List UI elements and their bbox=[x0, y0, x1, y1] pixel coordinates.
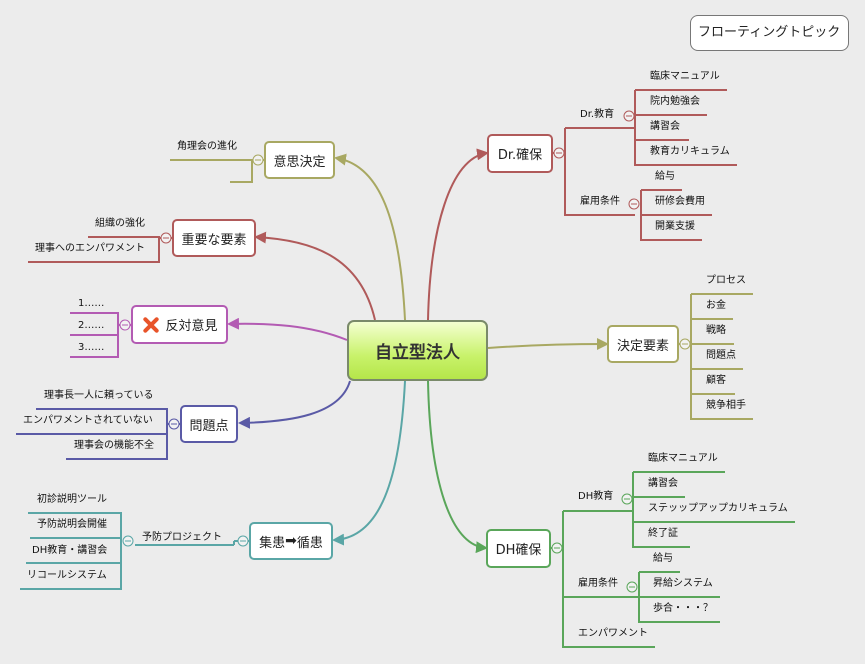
leaf-yobou-3[interactable]: DH教育・講習会 bbox=[32, 545, 108, 556]
leaf-ishi-1[interactable]: 角理会の進化 bbox=[177, 141, 237, 152]
leaf-juyou-2[interactable]: 理事へのエンパワメント bbox=[35, 243, 145, 254]
leaf-kettei-1[interactable]: プロセス bbox=[706, 275, 746, 286]
leaf-kettei-4[interactable]: 問題点 bbox=[706, 350, 736, 361]
leaf-dh-koyou-2[interactable]: 昇給システム bbox=[653, 578, 713, 589]
branch-dr bbox=[427, 148, 489, 321]
subtopic-dh-empowerment[interactable]: エンパワメント bbox=[578, 628, 648, 639]
subtopic-dh-kyouiku[interactable]: DH教育 bbox=[578, 491, 614, 502]
branch-kettei bbox=[487, 338, 609, 351]
branch-juyou bbox=[254, 231, 376, 321]
branch-ishi bbox=[334, 153, 406, 321]
subtopic-dh-koyou[interactable]: 雇用条件 bbox=[578, 578, 618, 589]
central-topic[interactable]: 自立型法人 bbox=[347, 320, 488, 381]
topic-shuukan-label-b: 循患 bbox=[296, 535, 323, 551]
floating-topic[interactable]: フローティングトピック bbox=[690, 15, 849, 51]
leaf-hantai-3[interactable]: 3…… bbox=[78, 342, 105, 353]
topic-dh-kakuho[interactable]: DH確保 bbox=[486, 529, 551, 568]
topic-shuukan-label-a: 集患 bbox=[259, 535, 286, 551]
leaf-dh-kyouiku-4[interactable]: 終了証 bbox=[648, 528, 678, 539]
topic-mondai[interactable]: 問題点 bbox=[180, 405, 238, 443]
leaf-mondai-1[interactable]: 理事長一人に頼っている bbox=[44, 390, 154, 401]
topic-hantai[interactable]: 反対意見 bbox=[131, 305, 228, 344]
leaf-yobou-1[interactable]: 初診説明ツール bbox=[37, 494, 107, 505]
topic-kettei-youso[interactable]: 決定要素 bbox=[607, 325, 679, 363]
subtopic-dr-koyou[interactable]: 雇用条件 bbox=[580, 196, 620, 207]
leaf-yobou-4[interactable]: リコールシステム bbox=[27, 570, 107, 581]
leaf-dr-koyou-3[interactable]: 開業支援 bbox=[655, 221, 695, 232]
leaf-mondai-2[interactable]: エンパワメントされていない bbox=[23, 415, 153, 426]
leaf-dh-kyouiku-3[interactable]: ステッップアップカリキュラム bbox=[648, 503, 788, 514]
cross-icon bbox=[141, 316, 159, 334]
topic-juyou[interactable]: 重要な要素 bbox=[172, 219, 256, 257]
leaf-dh-kyouiku-2[interactable]: 講習会 bbox=[648, 478, 678, 489]
branch-shuukan bbox=[332, 380, 406, 546]
leaf-juyou-1[interactable]: 組織の強化 bbox=[95, 218, 145, 229]
leaf-kettei-6[interactable]: 競争相手 bbox=[706, 400, 746, 411]
topic-ishi-kettei[interactable]: 意思決定 bbox=[264, 141, 335, 179]
leaf-mondai-3[interactable]: 理事会の機能不全 bbox=[74, 440, 154, 451]
leaf-kettei-2[interactable]: お金 bbox=[706, 300, 726, 311]
branch-mondai bbox=[238, 380, 351, 429]
leaf-dr-kyouiku-4[interactable]: 教育カリキュラム bbox=[650, 146, 730, 157]
leaf-hantai-1[interactable]: 1…… bbox=[78, 298, 105, 309]
topic-shuukan[interactable]: 集患➡循患 bbox=[249, 522, 333, 560]
arrow-right-icon: ➡ bbox=[285, 533, 297, 549]
leaf-dh-koyou-3[interactable]: 歩合・・・？ bbox=[653, 603, 713, 614]
leaf-dr-koyou-1[interactable]: 給与 bbox=[655, 171, 675, 182]
leaf-kettei-3[interactable]: 戦略 bbox=[706, 325, 726, 336]
leaf-dr-koyou-2[interactable]: 研修会費用 bbox=[655, 196, 705, 207]
leaf-dr-kyouiku-3[interactable]: 講習会 bbox=[650, 121, 680, 132]
branch-hantai bbox=[227, 317, 348, 341]
leaf-dh-kyouiku-1[interactable]: 臨床マニュアル bbox=[648, 453, 718, 464]
subtopic-dr-kyouiku[interactable]: Dr.教育 bbox=[580, 109, 615, 120]
leaf-hantai-2[interactable]: 2…… bbox=[78, 320, 105, 331]
branch-dh bbox=[427, 380, 488, 554]
leaf-dr-kyouiku-1[interactable]: 臨床マニュアル bbox=[650, 71, 720, 82]
topic-dr-kakuho[interactable]: Dr.確保 bbox=[487, 134, 553, 173]
leaf-yobou-2[interactable]: 予防説明会開催 bbox=[37, 519, 107, 530]
topic-hantai-label: 反対意見 bbox=[165, 319, 218, 334]
leaf-dr-kyouiku-2[interactable]: 院内勉強会 bbox=[650, 96, 700, 107]
leaf-dh-koyou-1[interactable]: 給与 bbox=[653, 553, 673, 564]
leaf-kettei-5[interactable]: 顧客 bbox=[706, 375, 726, 386]
subtopic-yobou-project[interactable]: 予防プロジェクト bbox=[142, 532, 222, 543]
